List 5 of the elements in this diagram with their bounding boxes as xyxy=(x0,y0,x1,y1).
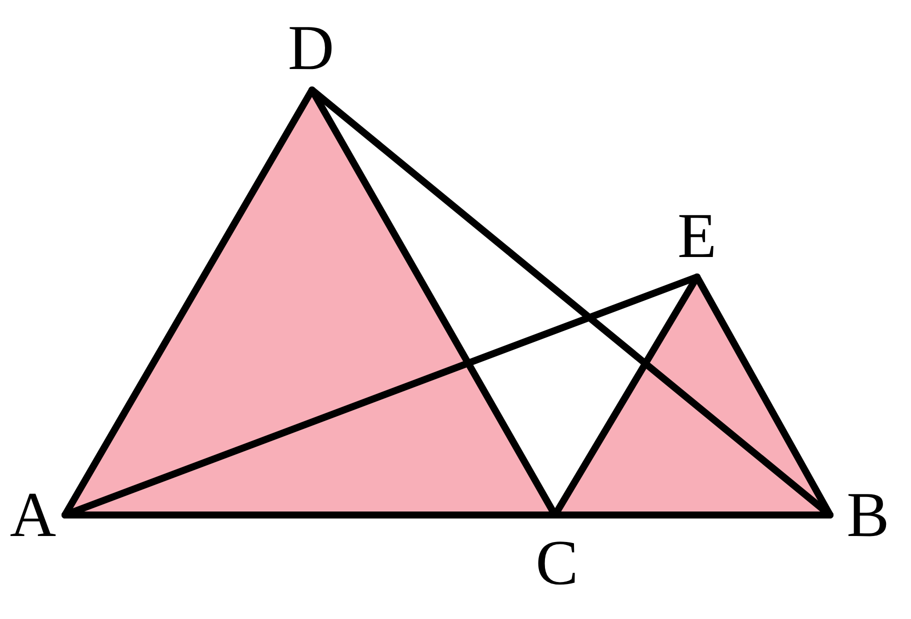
vertex-label: E xyxy=(677,204,717,268)
vertex-label: D xyxy=(288,16,334,80)
vertex-label: C xyxy=(536,531,578,595)
vertex-label: B xyxy=(846,483,890,547)
vertex-label: A xyxy=(10,483,56,547)
